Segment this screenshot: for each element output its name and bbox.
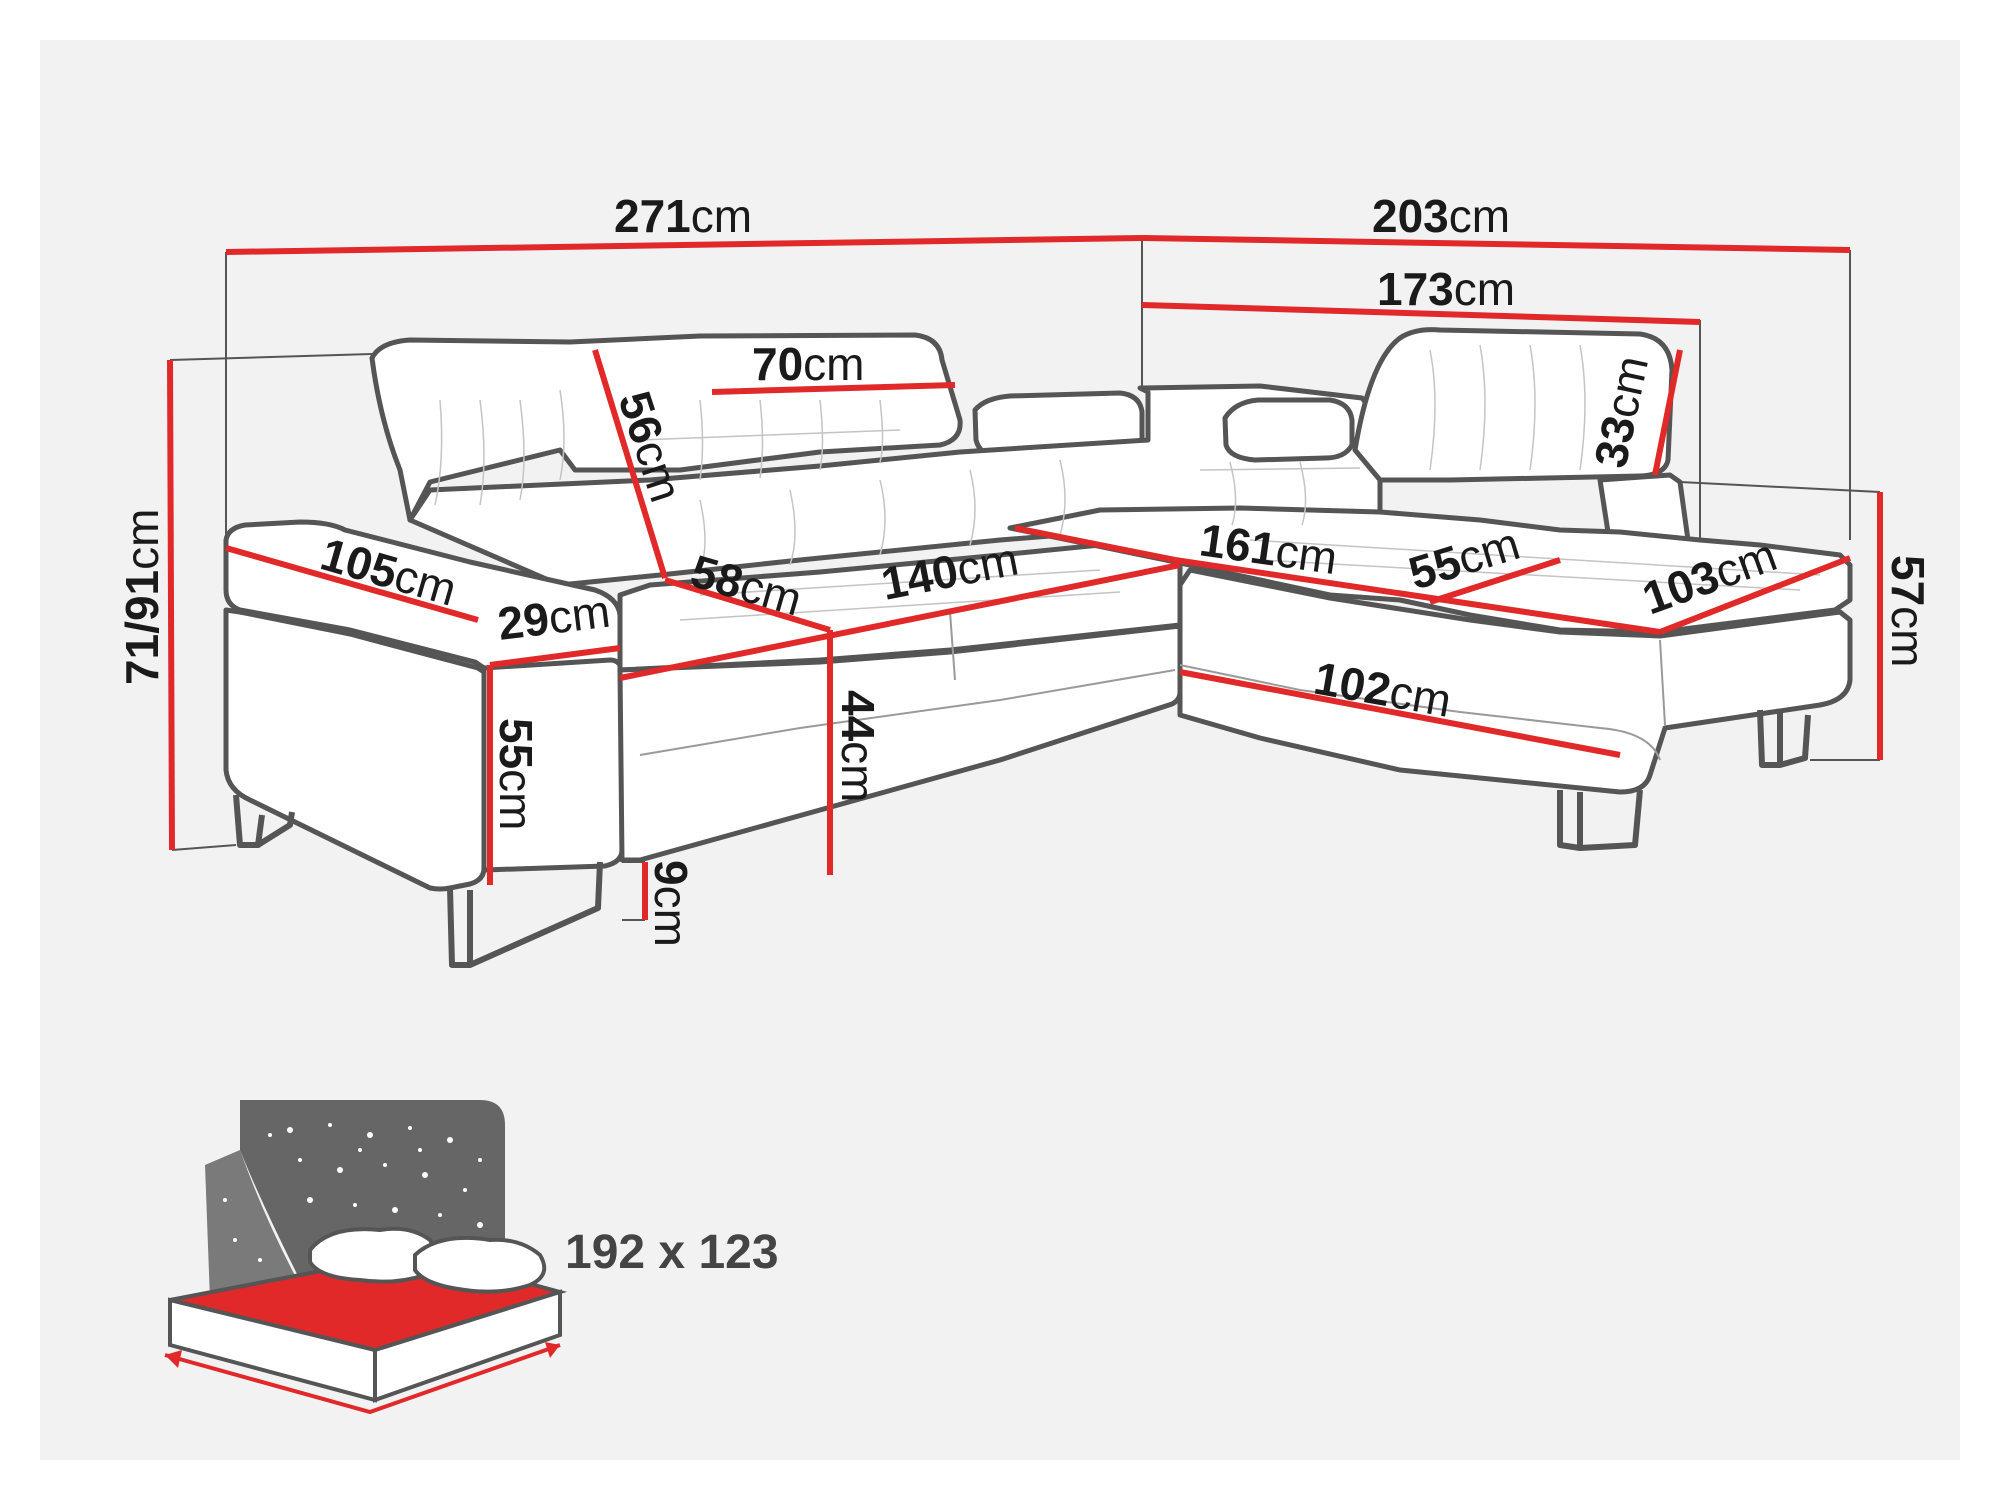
leg-chaise-end [1757, 709, 1811, 768]
bed-size-label: 192 x 123 [565, 1226, 779, 1279]
tufting [434, 344, 1821, 621]
leg-back-left [233, 794, 295, 848]
extension-lines [169, 240, 1881, 921]
label-44: 44cm [832, 690, 884, 803]
dim-line-161b [1174, 557, 1661, 635]
label-33: 33cm [1584, 351, 1658, 472]
label-271: 271cm [614, 190, 752, 242]
label-55-arm: 55cm [490, 718, 542, 831]
dim-line-56 [592, 349, 668, 579]
leg-chaise-front [1557, 789, 1643, 851]
seat-seam-2 [639, 669, 1176, 756]
sofa-drawing [223, 327, 1853, 968]
dim-line-271 [225, 235, 1143, 255]
dim-line-33 [1652, 349, 1683, 476]
dim-line-203 [1141, 235, 1851, 253]
pillow-2 [413, 1235, 547, 1294]
dim-line-height [167, 359, 175, 851]
chaise-seam-2 [1659, 639, 1666, 726]
dim-line-105 [225, 545, 479, 623]
dim-line-103 [1658, 555, 1852, 635]
back-cushion-right [1222, 397, 1355, 463]
chaise-front [1177, 567, 1853, 795]
chaise-seam [1179, 664, 1661, 761]
label-70: 70cm [752, 338, 865, 390]
headrest-right [1352, 327, 1675, 483]
dim-line-173 [1141, 302, 1701, 325]
label-203: 203cm [1372, 190, 1510, 242]
bed-width-arrow [164, 1343, 561, 1415]
dim-line-58 [664, 577, 831, 633]
night-sky-fold [205, 1150, 300, 1300]
dim-line-161 [1014, 525, 1176, 563]
dim-line-70 [711, 382, 956, 395]
arrow-head-left [165, 1350, 182, 1368]
night-sky-panel [240, 1100, 505, 1280]
headrest-left [369, 332, 963, 523]
dim-line-102 [1179, 669, 1621, 758]
bed-base-side [373, 1289, 562, 1403]
label-161: 161cm [1197, 513, 1341, 584]
label-140: 140cm [877, 532, 1022, 609]
label-173: 173cm [1377, 263, 1515, 315]
arrow-head-right [545, 1342, 560, 1358]
sleeping-bed-icon [164, 1100, 568, 1415]
dim-line-140 [619, 562, 1181, 681]
label-58: 58cm [685, 545, 807, 626]
dimension-lines [167, 235, 1883, 920]
label-9: 9cm [645, 860, 697, 947]
label-height: 71/91cm [116, 509, 168, 685]
label-57: 57cm [1882, 555, 1934, 668]
dim-line-29 [489, 645, 621, 668]
seat-seam-1 [949, 611, 956, 681]
dim-line-55-chaise [1429, 557, 1561, 605]
leg-front-left [447, 861, 603, 968]
label-29: 29cm [495, 585, 613, 650]
